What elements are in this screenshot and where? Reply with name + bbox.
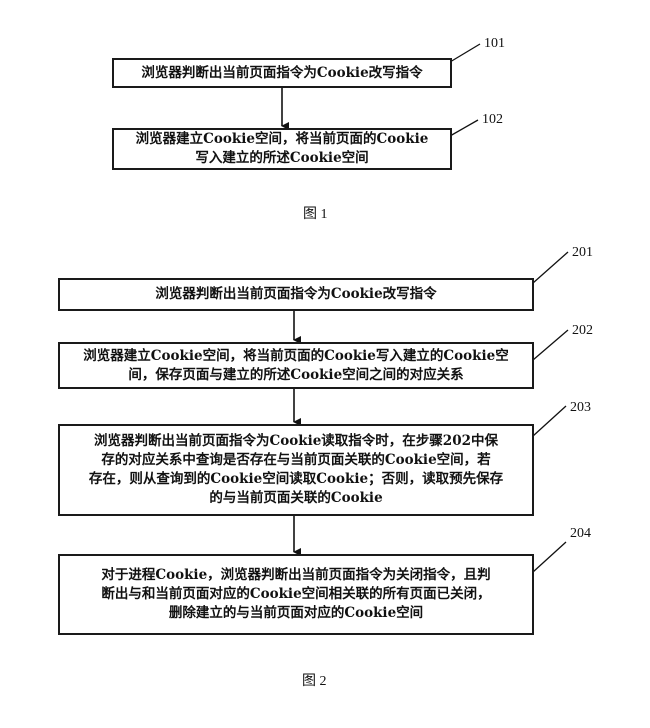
- step-number-101: 101: [484, 36, 505, 51]
- step-text: 删除建立的与当前页面对应的Cookie空间: [168, 605, 424, 621]
- leader-201: [532, 251, 569, 284]
- leader-203: [532, 405, 567, 437]
- step-text: 写入建立的所述Cookie空间: [195, 150, 369, 166]
- step-number-201: 201: [572, 245, 593, 260]
- step-box-204: 对于进程Cookie，浏览器判断出当前页面指令为关闭指令，且判 断出与和当前页面…: [58, 554, 534, 635]
- step-text: 浏览器建立Cookie空间，将当前页面的Cookie: [135, 131, 429, 147]
- step-number-203: 203: [570, 400, 591, 415]
- leader-204: [532, 541, 567, 573]
- leader-101: [449, 43, 481, 63]
- step-number-204: 204: [570, 526, 591, 541]
- step-text: 断出与和当前页面对应的Cookie空间相关联的所有页面已关闭，: [101, 586, 491, 602]
- step-text: 间，保存页面与建立的所述Cookie空间之间的对应关系: [128, 366, 464, 383]
- step-text: 浏览器判断出当前页面指令为Cookie改写指令: [141, 64, 423, 81]
- step-text: 的与当前页面关联的Cookie: [209, 490, 383, 506]
- step-box-203: 浏览器判断出当前页面指令为Cookie读取指令时，在步骤202中保 存的对应关系…: [58, 424, 534, 516]
- step-number-202: 202: [572, 323, 593, 338]
- step-box-202: 浏览器建立Cookie空间，将当前页面的Cookie写入建立的Cookie空 间…: [58, 342, 534, 389]
- step-box-101: 浏览器判断出当前页面指令为Cookie改写指令: [112, 58, 452, 88]
- leader-102: [449, 119, 479, 137]
- step-text: 存在，则从查询到的Cookie空间读取Cookie；否则，读取预先保存: [88, 471, 504, 487]
- step-box-102: 浏览器建立Cookie空间，将当前页面的Cookie 写入建立的所述Cookie…: [112, 128, 452, 170]
- figure-caption-1: 图 1: [303, 207, 328, 222]
- step-number-102: 102: [482, 112, 503, 127]
- step-text: 浏览器建立Cookie空间，将当前页面的Cookie写入建立的Cookie空: [83, 347, 509, 364]
- step-text: 浏览器判断出当前页面指令为Cookie读取指令时，在步骤202中保: [93, 433, 498, 449]
- step-box-201: 浏览器判断出当前页面指令为Cookie改写指令: [58, 278, 534, 311]
- step-text: 对于进程Cookie，浏览器判断出当前页面指令为关闭指令，且判: [101, 567, 491, 583]
- figure-caption-2: 图 2: [302, 674, 327, 689]
- leader-202: [532, 329, 569, 361]
- step-text: 浏览器判断出当前页面指令为Cookie改写指令: [155, 286, 437, 302]
- step-text: 存的对应关系中查询是否存在与当前页面关联的Cookie空间，若: [101, 452, 491, 468]
